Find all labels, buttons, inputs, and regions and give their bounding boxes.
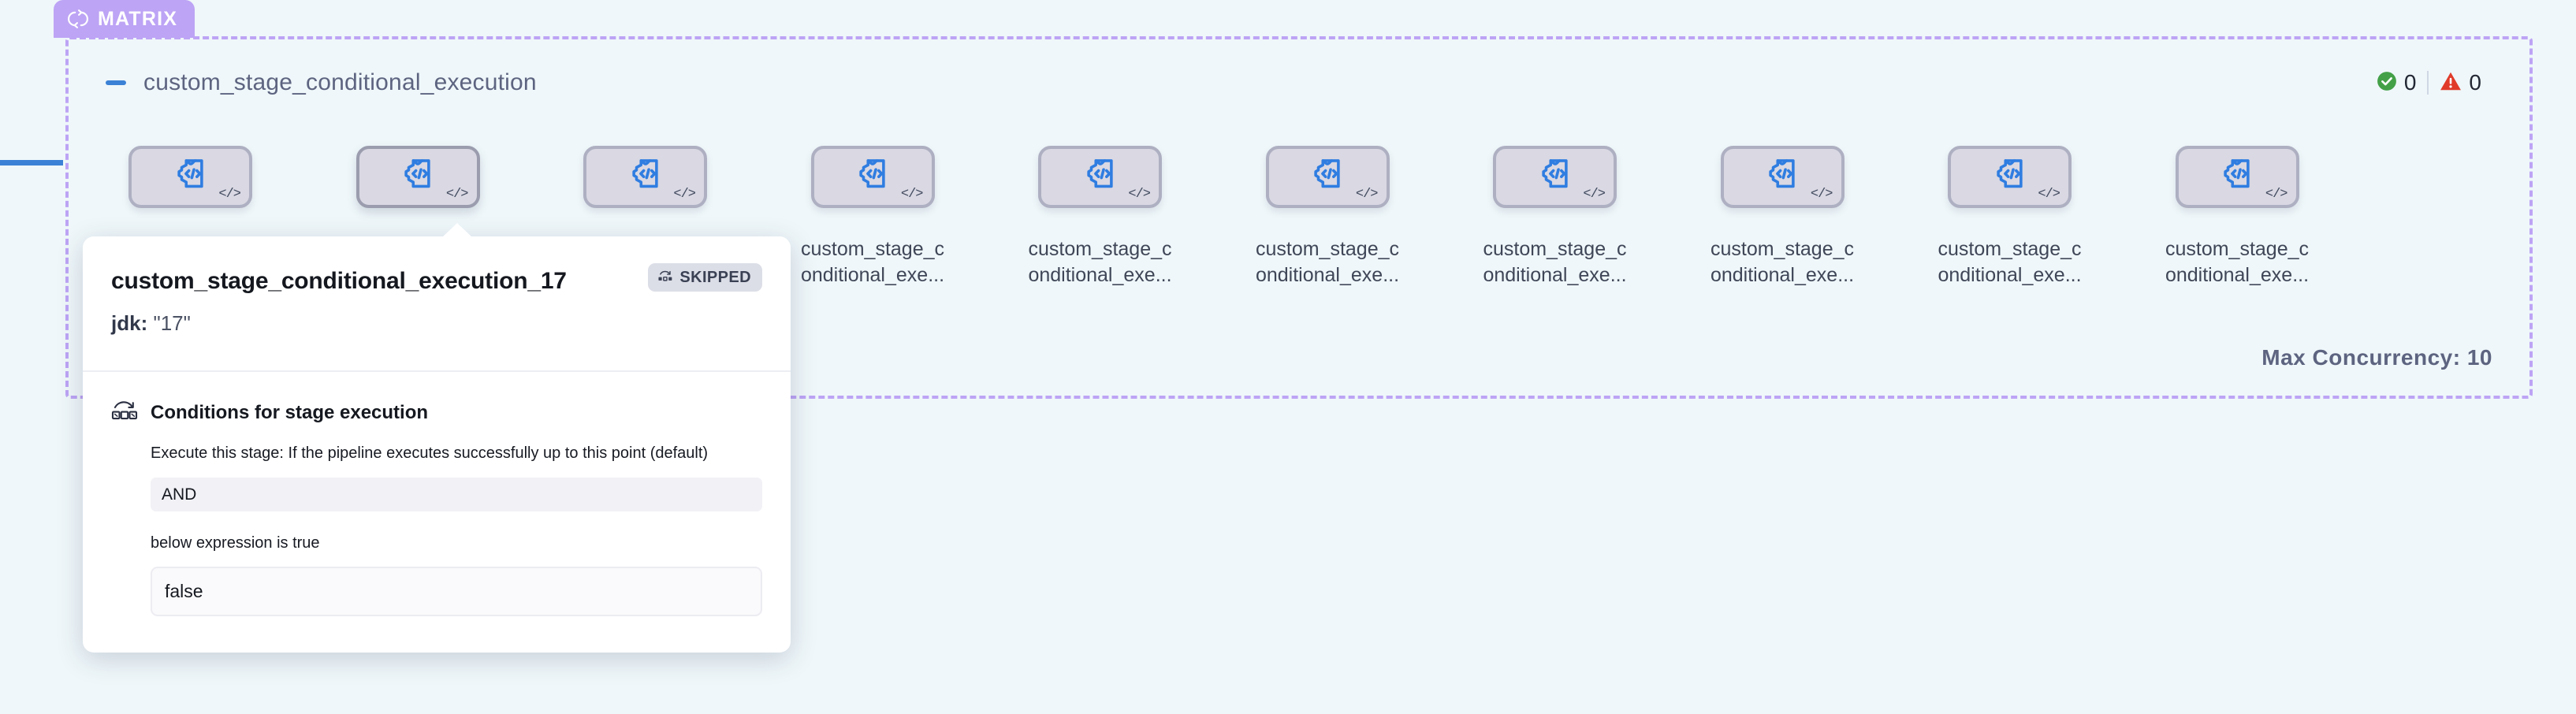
conditional-execution-icon	[111, 399, 138, 426]
stage-detail-popover: custom_stage_conditional_execution_17 SK…	[83, 223, 791, 653]
success-status[interactable]: 0	[2366, 71, 2428, 95]
status-badge-text: SKIPPED	[679, 269, 751, 286]
matrix-tab-text: MATRIX	[98, 7, 178, 30]
custom-stage-code-icon	[1538, 156, 1573, 195]
status-badge: SKIPPED	[648, 263, 762, 292]
matrix-tab-label[interactable]: MATRIX	[54, 0, 195, 38]
matrix-node-3[interactable]: </>	[583, 146, 707, 208]
condition-note: below expression is true	[151, 534, 320, 552]
popover-arrow	[442, 223, 472, 237]
matrix-node-1[interactable]: </>	[128, 146, 252, 208]
popover-title: custom_stage_conditional_execution_17	[111, 268, 567, 294]
matrix-header: custom_stage_conditional_execution	[101, 61, 2481, 104]
matrix-node-label-9: custom_stage_conditional_exe...	[1938, 238, 2082, 286]
code-brackets-icon: </>	[1355, 187, 1379, 202]
matrix-node-label-5: custom_stage_conditional_exe...	[1028, 238, 1172, 286]
success-count: 0	[2403, 70, 2417, 95]
condition-expression-field: false	[151, 567, 762, 617]
code-brackets-icon: </>	[1810, 187, 1833, 202]
matrix-axis-key: jdk:	[111, 311, 148, 335]
matrix-node-2[interactable]: </>	[356, 146, 480, 208]
max-concurrency-label: Max Concurrency: 10	[2261, 345, 2492, 370]
minus-collapse-icon[interactable]	[101, 68, 131, 98]
matrix-node-label-10: custom_stage_conditional_exe...	[2165, 238, 2310, 286]
conditions-section-title: Conditions for stage execution	[151, 401, 429, 423]
code-brackets-icon: </>	[900, 187, 924, 202]
skipped-matrix-icon	[657, 269, 673, 286]
matrix-node-row: </> </> </> </> </> </> </> </> </> </>	[65, 146, 2533, 210]
matrix-title: custom_stage_conditional_execution	[143, 69, 537, 95]
code-brackets-icon: </>	[1128, 187, 1151, 202]
matrix-node-5[interactable]: </>	[1038, 146, 1162, 208]
custom-stage-code-icon	[1310, 156, 1345, 195]
code-brackets-icon: </>	[673, 187, 696, 202]
condition-operator-field: AND	[151, 478, 762, 512]
repeat-loop-icon	[68, 9, 88, 29]
custom-stage-code-icon	[1765, 156, 1800, 195]
matrix-node-label-6: custom_stage_conditional_exe...	[1255, 238, 1400, 286]
matrix-node-8[interactable]: </>	[1720, 146, 1845, 208]
custom-stage-code-icon	[855, 156, 890, 195]
matrix-container	[65, 36, 2533, 399]
code-brackets-icon: </>	[445, 187, 469, 202]
popover-body: Conditions for stage execution Execute t…	[83, 372, 791, 653]
matrix-node-9[interactable]: </>	[1948, 146, 2072, 208]
custom-stage-code-icon	[2220, 156, 2254, 195]
warning-triangle-icon	[2440, 71, 2462, 95]
code-brackets-icon: </>	[1583, 187, 1606, 202]
custom-stage-code-icon	[628, 156, 663, 195]
code-brackets-icon: </>	[2038, 187, 2060, 202]
matrix-node-6[interactable]: </>	[1265, 146, 1390, 208]
custom-stage-code-icon	[400, 156, 435, 195]
matrix-node-label-4: custom_stage_conditional_exe...	[800, 238, 945, 286]
matrix-node-label-7: custom_stage_conditional_exe...	[1483, 238, 1627, 286]
warning-status[interactable]: 0	[2429, 71, 2492, 95]
matrix-axis-val: "17"	[153, 311, 191, 335]
popover-header: custom_stage_conditional_execution_17 SK…	[83, 236, 791, 373]
warning-count: 0	[2469, 70, 2481, 95]
check-circle-icon	[2377, 71, 2397, 95]
conditions-description: Execute this stage: If the pipeline exec…	[151, 444, 709, 463]
custom-stage-code-icon	[1083, 156, 1118, 195]
code-brackets-icon: </>	[2265, 187, 2288, 202]
code-brackets-icon: </>	[218, 187, 241, 202]
incoming-connector-edge	[0, 160, 63, 165]
matrix-node-label-8: custom_stage_conditional_exe...	[1710, 238, 1855, 286]
matrix-node-7[interactable]: </>	[1493, 146, 1617, 208]
custom-stage-code-icon	[1993, 156, 2027, 195]
status-divider	[2427, 71, 2429, 95]
custom-stage-code-icon	[173, 156, 208, 195]
status-counters: 0 0	[2366, 66, 2492, 99]
matrix-node-4[interactable]: </>	[810, 146, 935, 208]
matrix-node-10[interactable]: </>	[2175, 146, 2299, 208]
matrix-axis-value: jdk: "17"	[111, 311, 762, 336]
